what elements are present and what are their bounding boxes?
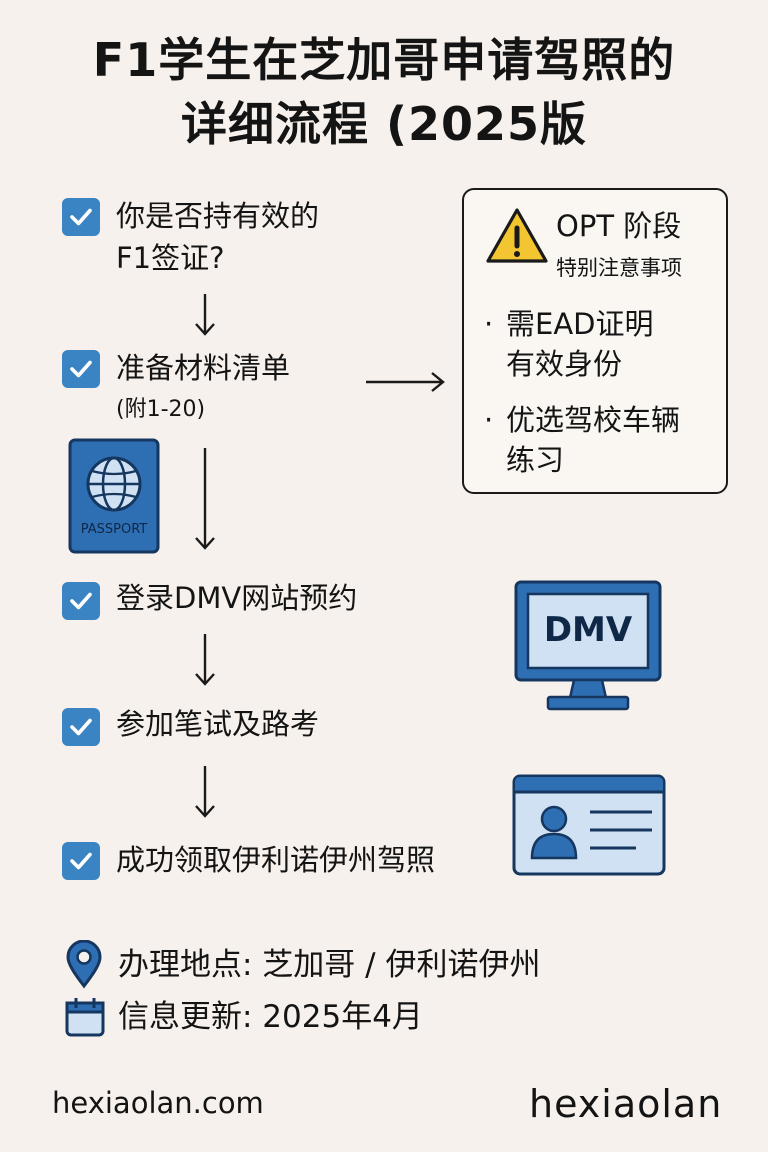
location-pin-icon [66, 940, 102, 989]
step-2-label: 准备材料清单 [116, 351, 291, 385]
page-title-line-2: 详细流程 (2025版 [180, 97, 588, 151]
step-1-label-line-2: F1签证? [116, 241, 225, 275]
step-5-label: 成功领取伊利诺伊州驾照 [116, 843, 436, 877]
id-card-icon [512, 774, 666, 876]
checkbox-checked-icon [62, 198, 100, 236]
passport-icon [68, 438, 160, 554]
arrow-down-icon [195, 448, 215, 550]
notice-item-2-line-2: 练习 [506, 443, 565, 477]
notice-heading: OPT 阶段 [556, 209, 682, 243]
step-4-label: 参加笔试及路考 [116, 707, 320, 741]
notice-subheading: 特别注意事项 [556, 256, 682, 280]
notice-bullet: · [484, 307, 494, 341]
arrow-down-icon [195, 634, 215, 686]
monitor-icon [514, 580, 662, 711]
warning-icon [486, 208, 548, 263]
checkbox-checked-icon [62, 708, 100, 746]
footer-site-url: hexiaolan.com [52, 1086, 264, 1120]
passport-label: PASSPORT [80, 522, 148, 537]
arrow-down-icon [195, 766, 215, 818]
update-date-text: 信息更新: 2025年4月 [118, 999, 423, 1035]
notice-item-1-line-1: 需EAD证明 [506, 307, 654, 341]
step-1-label-line-1: 你是否持有效的 [116, 199, 320, 233]
monitor-label: DMV [543, 610, 633, 650]
step-2-sublabel: (附1-20) [116, 397, 206, 422]
notice-item-1-line-2: 有效身份 [506, 347, 623, 381]
calendar-icon [65, 998, 105, 1037]
arrow-right-icon [366, 372, 445, 392]
step-3-label: 登录DMV网站预约 [116, 581, 358, 615]
notice-item-2-line-1: 优选驾校车辆 [506, 403, 681, 437]
checkbox-checked-icon [62, 582, 100, 620]
location-text: 办理地点: 芝加哥 / 伊利诺伊州 [118, 947, 541, 983]
arrow-down-icon [195, 294, 215, 336]
checkbox-checked-icon [62, 350, 100, 388]
checkbox-checked-icon [62, 842, 100, 880]
footer-brand: hexiaolan [529, 1082, 723, 1126]
notice-bullet: · [484, 403, 494, 437]
page-title-line-1: F1学生在芝加哥申请驾照的 [92, 33, 676, 87]
